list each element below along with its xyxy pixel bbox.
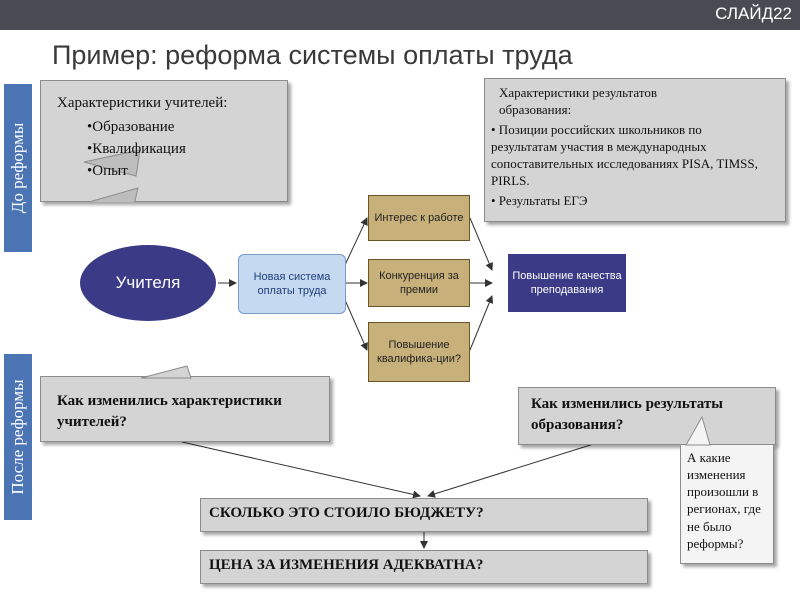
interest-node: Интерес к работе — [368, 195, 470, 241]
results-item-ege: • Результаты ЕГЭ — [491, 193, 588, 208]
side-label-after: После реформы — [4, 354, 32, 520]
teachers-node: Учителя — [80, 245, 216, 321]
arrow-interest-to-quality — [469, 217, 493, 271]
results-heading-line1: Характеристики результатов — [499, 85, 657, 100]
results-item-international: • Позиции российских школьников по резул… — [491, 122, 758, 189]
slide-title: Пример: реформа системы оплаты труда — [52, 40, 573, 70]
qualification-node: Повышение квалифика-ции? — [368, 322, 470, 382]
cost-question-text: СКОЛЬКО ЭТО СТОИЛО БЮДЖЕТУ? — [209, 505, 484, 521]
results-heading-line2: образования: — [499, 102, 572, 117]
teaching-quality-node: Повышение качества преподавания — [508, 254, 626, 312]
results-characteristics-callout: Характеристики результатов образования: … — [484, 78, 786, 222]
top-bar: СЛАЙД22 — [0, 0, 800, 30]
price-adequate-question: ЦЕНА ЗА ИЗМЕНЕНИЯ АДЕКВАТНА? — [200, 550, 648, 584]
teacher-characteristic-item: •Квалификация — [87, 141, 186, 157]
new-pay-system-node: Новая система оплаты труда — [238, 254, 346, 314]
callout-pointer — [140, 365, 192, 379]
arrow-qualification-to-quality — [469, 295, 494, 351]
teachers-changed-question-text: Как изменились характеристики учителей? — [57, 393, 282, 430]
teacher-characteristic-item: •Образование — [87, 119, 175, 135]
regions-question-callout: А какие изменения произошли в регионах, … — [680, 415, 774, 564]
callout-pointer — [83, 149, 141, 202]
callout-pointer — [685, 415, 711, 446]
arrow-results-q-to-cost — [427, 441, 601, 498]
side-label-before: До реформы — [4, 84, 32, 252]
regions-question-text: А какие изменения произошли в регионах, … — [687, 450, 761, 551]
competition-node: Конкуренция за премии — [368, 259, 470, 307]
slide-number: СЛАЙД22 — [715, 4, 792, 23]
results-changed-question-text: Как изменились результаты образования? — [531, 396, 723, 433]
arrow-teachers-q-to-cost — [181, 441, 421, 499]
teacher-characteristics-callout: Характеристики учителей: •Образование •К… — [40, 80, 288, 202]
teacher-characteristics-heading: Характеристики учителей: — [57, 95, 228, 111]
price-adequate-question-text: ЦЕНА ЗА ИЗМЕНЕНИЯ АДЕКВАТНА? — [209, 557, 484, 573]
arrow-pay-to-interest — [344, 217, 368, 266]
teachers-changed-question: Как изменились характеристики учителей? — [40, 365, 330, 442]
teacher-characteristic-item: •Опыт — [87, 163, 128, 179]
arrow-pay-to-qualification — [344, 299, 368, 351]
results-changed-question: Как изменились результаты образования? — [518, 387, 776, 445]
cost-question: СКОЛЬКО ЭТО СТОИЛО БЮДЖЕТУ? — [200, 498, 648, 532]
